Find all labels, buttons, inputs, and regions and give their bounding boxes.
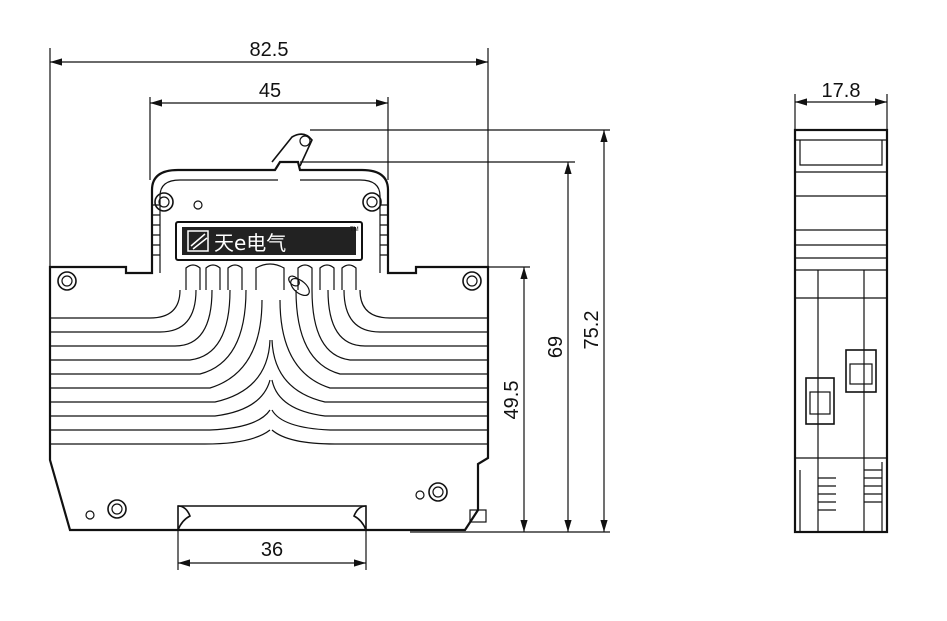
terminal-slots xyxy=(185,263,357,290)
dim-label-top-height: 69 xyxy=(545,336,567,358)
screw-icon-top-right xyxy=(362,192,382,212)
small-hole-icon xyxy=(193,200,203,210)
switch-icon-right xyxy=(845,349,877,393)
dim-label-side-width: 17.8 xyxy=(822,80,861,102)
dim-label-bottom-width: 36 xyxy=(261,539,283,561)
screw-icon-mid-right xyxy=(462,271,482,291)
side-internal-lines xyxy=(795,270,887,532)
switch-icon-left xyxy=(805,377,835,425)
screw-icon-mid-left xyxy=(57,271,77,291)
side-bottom-comb xyxy=(799,462,883,532)
logo-trademark: TM xyxy=(350,227,359,233)
side-body-outline xyxy=(793,128,889,534)
dim-label-total-height: 75.2 xyxy=(581,311,603,350)
dim-label-body-height: 49.5 xyxy=(501,381,523,420)
front-view: 天e电气 TM xyxy=(48,39,610,570)
lever xyxy=(271,133,313,167)
logo-plate: 天e电气 TM xyxy=(175,221,363,261)
latch-icon xyxy=(288,275,310,297)
side-view: 17.8 xyxy=(793,80,889,534)
dim-label-total-width: 82.5 xyxy=(250,39,289,61)
side-top-block xyxy=(795,139,887,271)
screw-icon-bottom-right xyxy=(415,482,448,502)
dim-label-top-width: 45 xyxy=(259,80,281,102)
din-rail-clips xyxy=(177,505,487,531)
screw-icon-bottom-left xyxy=(85,499,127,520)
logo-mark-icon xyxy=(187,230,209,252)
screw-icon-top-left xyxy=(154,192,174,212)
front-body-outline xyxy=(48,160,490,532)
logo-text: 天e电气 xyxy=(214,231,286,255)
front-cap-inner xyxy=(159,179,381,273)
extension-lines xyxy=(49,48,610,570)
cooling-fins xyxy=(50,289,488,445)
